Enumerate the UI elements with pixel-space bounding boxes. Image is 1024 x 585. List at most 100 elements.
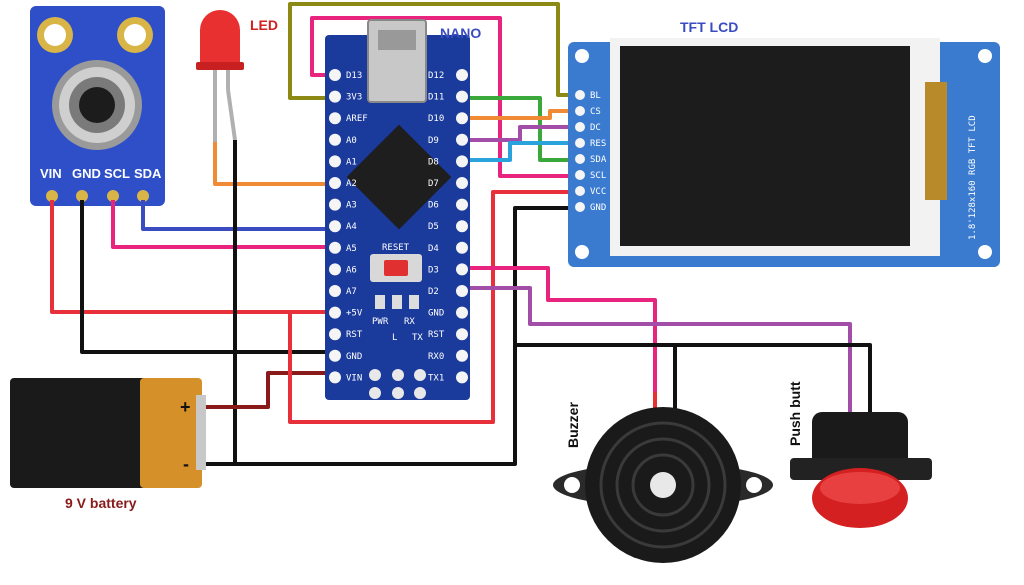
nano-left-pin-hole (329, 328, 341, 341)
nano-right-pin-label: D8 (428, 157, 439, 167)
nano-left-pin-hole (329, 133, 341, 146)
wire-gnd-button (675, 343, 872, 392)
nano-left-pin-label: RST (346, 330, 363, 340)
buzzer-label: Buzzer (565, 402, 581, 448)
nano-left-pin-hole (329, 198, 341, 211)
nano-right-pin-label: D12 (428, 71, 444, 81)
nano-right-pin-label: D11 (428, 93, 444, 103)
nano-right-pin-hole (456, 112, 468, 125)
nano-right-pin-label: D7 (428, 179, 439, 189)
sensor-pin-vin: VIN (40, 166, 62, 181)
led-label: LED (250, 17, 278, 33)
nano-left-pin-hole (329, 371, 341, 384)
tft-pin-label: CS (590, 107, 601, 117)
nano-led-l: L (392, 333, 397, 343)
nano-left-pin-hole (329, 349, 341, 362)
wire-d9-tft-dc (462, 125, 578, 142)
nano-left-pin-hole (329, 90, 341, 103)
nano-right-pin-hole (456, 69, 468, 81)
wire-led-gnd (205, 140, 237, 466)
nano-left-pin-label: A0 (346, 136, 357, 146)
nano-right-pin-hole (456, 220, 468, 233)
nano-right-pin-hole (456, 155, 468, 168)
nano-left-pin-hole (329, 177, 341, 189)
nano-left-pin-hole (329, 112, 341, 125)
nano-left-pin-hole (329, 306, 341, 319)
wire-sensor-sda (141, 200, 335, 231)
nano-right-pin-label: D10 (428, 114, 444, 124)
led-component: LED (196, 10, 278, 145)
sensor-pin-scl: SCL (104, 166, 130, 181)
nano-right-pin-hole (456, 263, 468, 276)
tft-pin-label: DC (590, 123, 601, 133)
nano-led-rx: RX (404, 317, 415, 327)
nano-left-pin-hole (329, 69, 341, 81)
nano-left-pin-hole (329, 220, 341, 233)
nano-left-pin-hole (329, 263, 341, 276)
temperature-sensor-module: VIN GND SCL SDA (30, 6, 165, 206)
tft-pin-hole (575, 122, 585, 132)
nano-left-pin-label: GND (346, 352, 362, 362)
tft-pin-hole (575, 202, 585, 212)
wire-d8-tft-res (462, 141, 578, 162)
tft-pin-label: RES (590, 139, 606, 149)
nano-right-pin-label: D4 (428, 244, 439, 254)
tft-pin-label: SCL (590, 171, 606, 181)
wire-battery-vin (205, 371, 335, 409)
wire-3v3-tft-bl (288, 2, 578, 100)
nano-right-pin-hole (456, 328, 468, 341)
nano-right-pin-label: D9 (428, 136, 439, 146)
tft-pin-label: BL (590, 91, 601, 101)
sensor-pin-gnd: GND (72, 166, 101, 181)
nano-left-pin-label: A6 (346, 265, 357, 275)
nano-right-pin-hole (456, 133, 468, 146)
wire-d3-buzzer (462, 266, 657, 392)
arduino-nano-board: RESET PWR L RX TX D133V3AREFA0A1A2A3A4A5… (325, 19, 481, 400)
tft-pin-hole (575, 90, 585, 100)
nano-right-pin-hole (456, 90, 468, 103)
wire-d13-tft-scl (310, 16, 578, 178)
nano-left-pin-label: 3V3 (346, 93, 362, 103)
nano-right-pin-hole (456, 198, 468, 211)
nano-right-pin-label: RX0 (428, 352, 444, 362)
tft-pin-label: SDA (590, 155, 607, 165)
wire-5v-tft-vcc (288, 190, 578, 424)
tft-side-text: 1.8'128x160 RGB TFT LCD (968, 115, 978, 240)
nano-left-pin-label: AREF (346, 114, 368, 124)
battery-label: 9 V battery (65, 495, 137, 511)
push-button-label: Push butt (787, 381, 803, 446)
buzzer-component: Buzzer (553, 392, 773, 563)
nano-right-pin-label: D6 (428, 201, 439, 211)
nano-left-pin-hole (329, 241, 341, 254)
battery-plus: + (180, 397, 191, 417)
wire-sensor-scl (111, 200, 335, 249)
nano-right-pin-label: D2 (428, 287, 439, 297)
wire-gnd-buzzer (515, 343, 677, 392)
tft-pin-hole (575, 170, 585, 180)
nano-left-pin-label: VIN (346, 373, 362, 383)
wire-battery-gnd (235, 206, 578, 466)
tft-label: TFT LCD (680, 19, 738, 35)
battery-minus: - (183, 454, 189, 474)
nano-left-pin-label: A7 (346, 287, 357, 297)
nano-left-pin-label: A2 (346, 179, 357, 189)
nano-left-pin-hole (329, 155, 341, 168)
nano-right-pin-hole (456, 241, 468, 254)
wire-led-a2 (213, 142, 335, 186)
nano-right-pin-label: D5 (428, 222, 439, 232)
wire-d10-tft-cs (462, 109, 578, 120)
wire-sensor-gnd (80, 200, 335, 354)
sensor-pin-sda: SDA (134, 166, 162, 181)
nano-right-pin-hole (456, 177, 468, 189)
push-button-component: Push butt (787, 381, 932, 528)
tft-pin-hole (575, 138, 585, 148)
nano-left-pin-label: A5 (346, 244, 357, 254)
wires (50, 2, 872, 466)
nano-right-pin-hole (456, 285, 468, 297)
nano-right-pin-hole (456, 349, 468, 362)
nano-left-pin-label: A1 (346, 157, 357, 167)
